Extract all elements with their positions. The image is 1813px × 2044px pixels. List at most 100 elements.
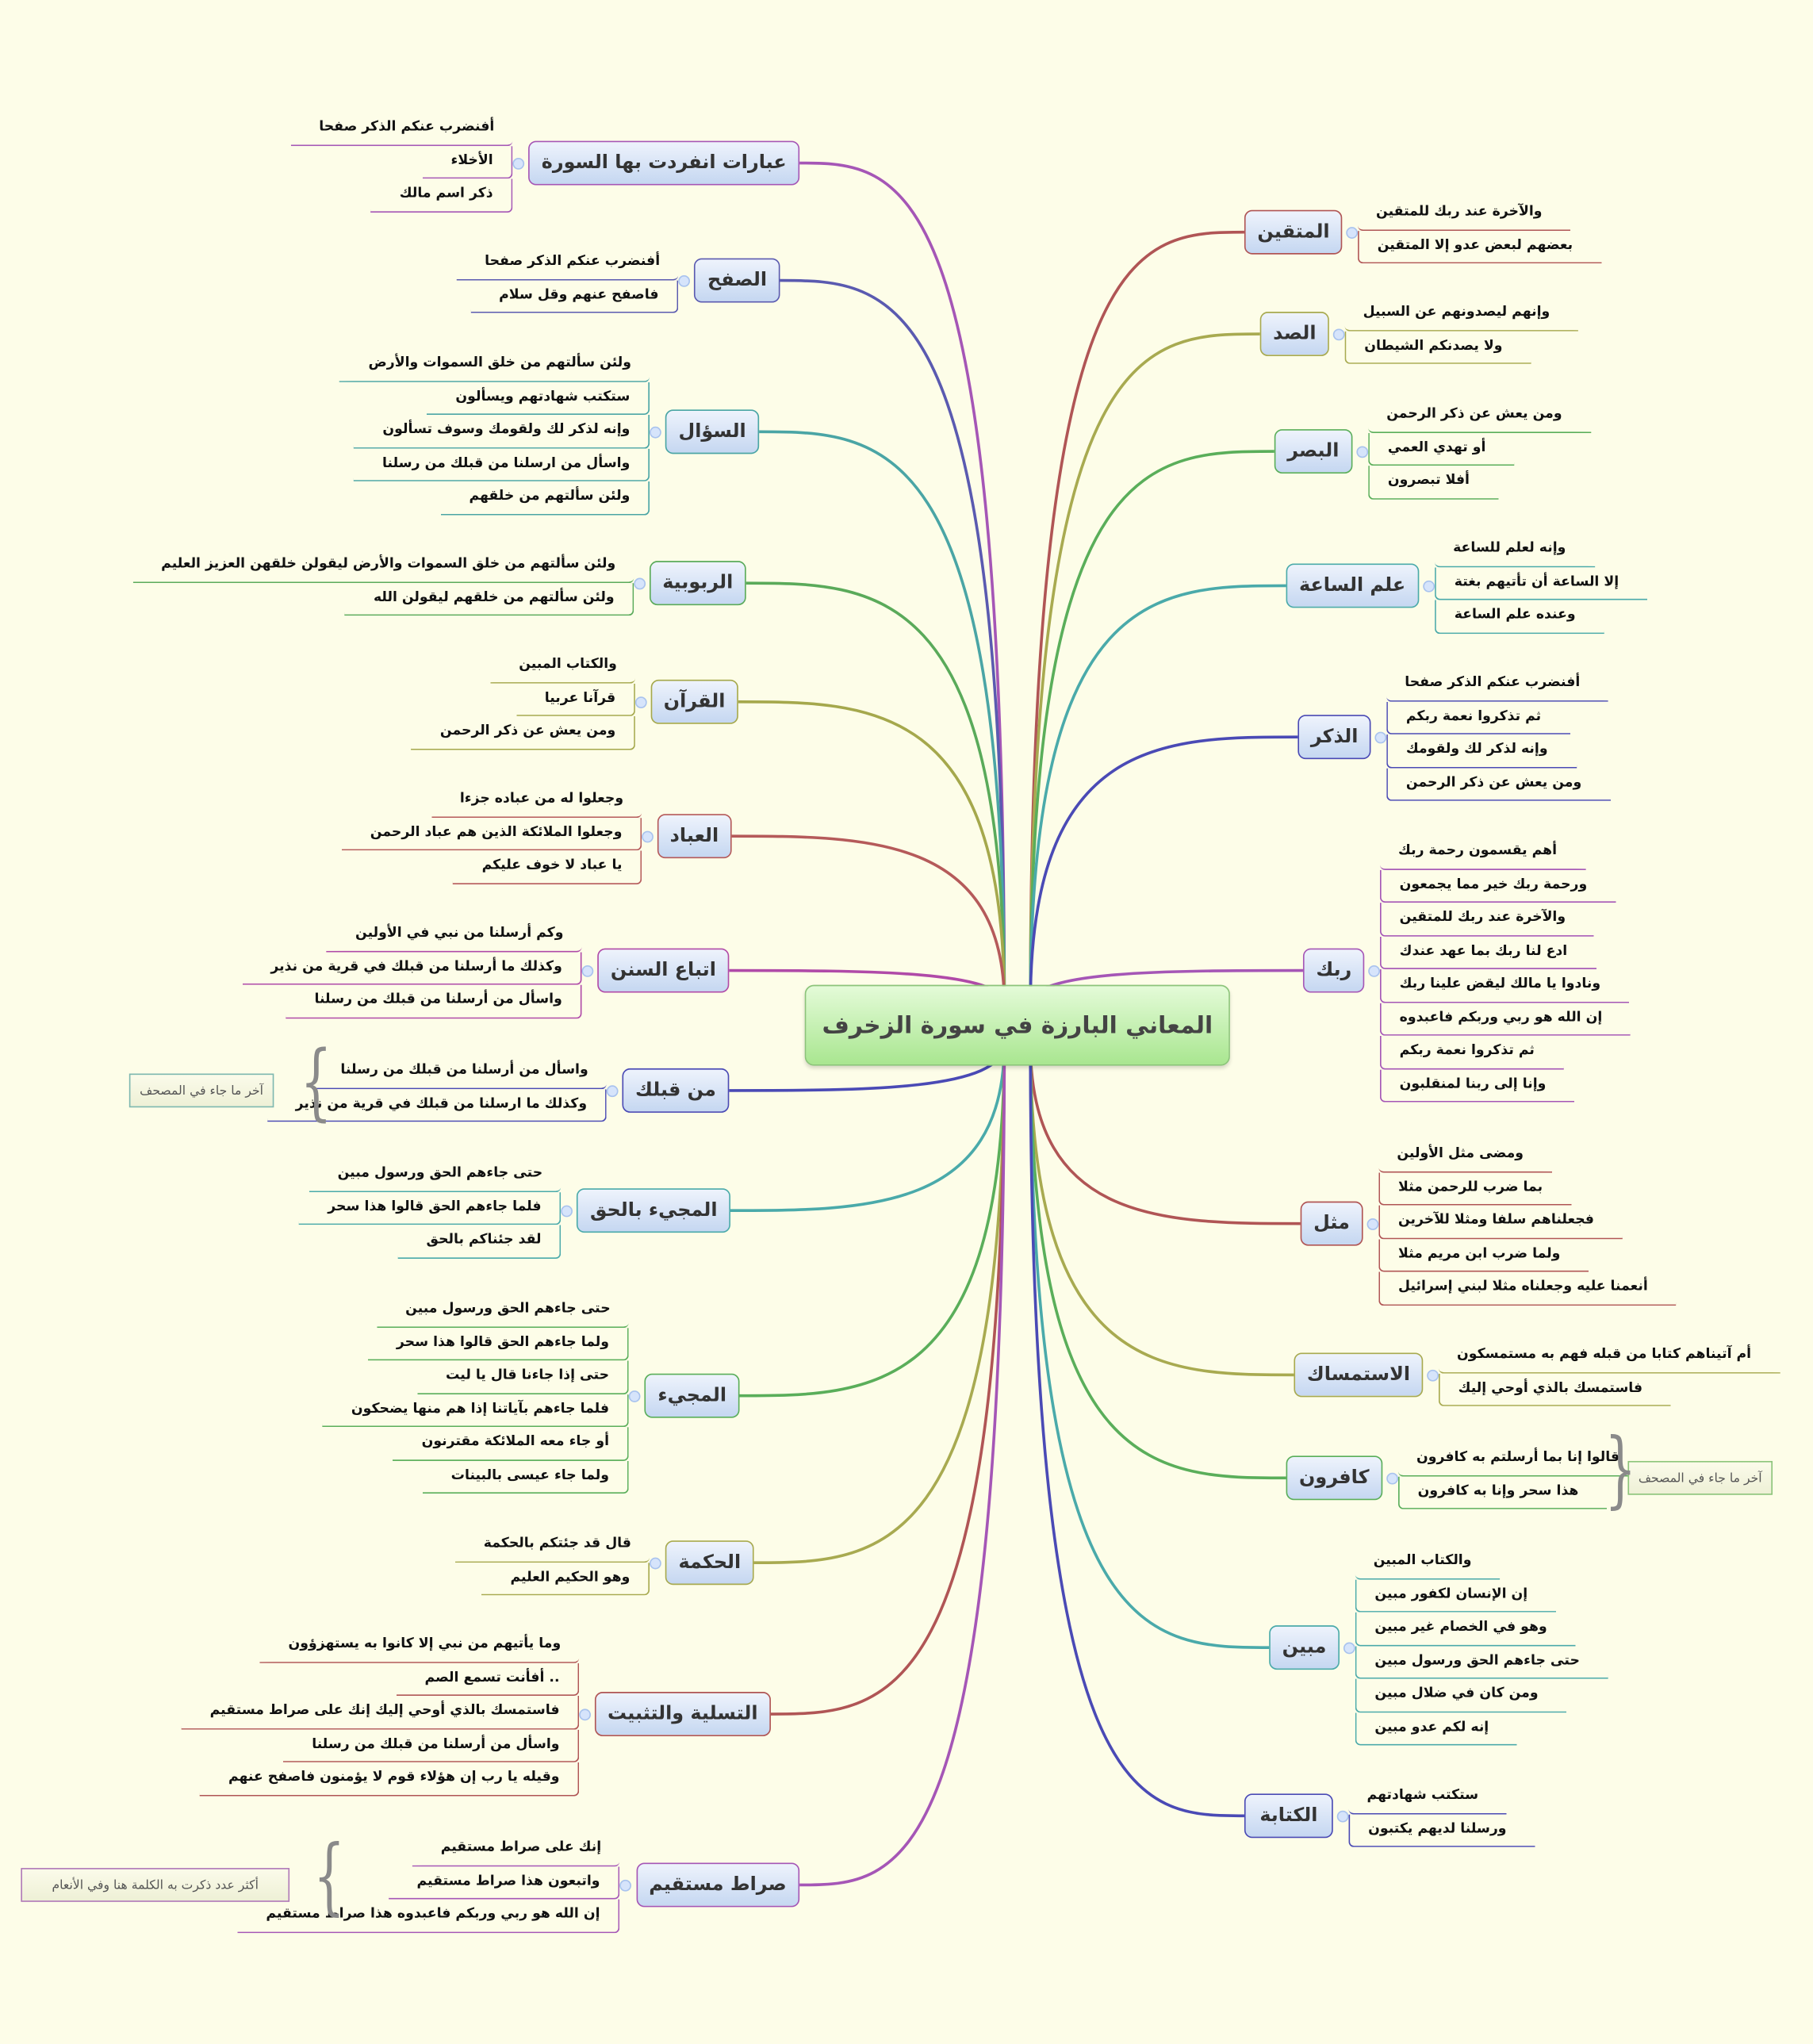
subtopic-item[interactable]: إنه لكم عدو مبين bbox=[1355, 1712, 1518, 1746]
subtopic-item[interactable]: ورسلنا لديهم يكتبون bbox=[1348, 1813, 1535, 1847]
subtopic-item[interactable]: واسأل من أرسلنا من قبلك من رسلنا bbox=[283, 1728, 580, 1762]
subtopic-item[interactable]: فلما جاءهم بآياتنا إذا هم منها يضحكون bbox=[322, 1394, 629, 1428]
subtopic-item[interactable]: ولئن سألتهم من خلق السموات والأرض bbox=[339, 348, 650, 382]
subtopic-item[interactable]: وإنه لعلم للساعة bbox=[1435, 534, 1595, 567]
branch-topic[interactable]: السؤال bbox=[665, 409, 760, 454]
collapse-toggle-icon[interactable] bbox=[619, 1879, 631, 1891]
collapse-toggle-icon[interactable] bbox=[579, 1708, 592, 1720]
callout-note[interactable]: أكثر عدد ذكرت به الكلمة هنا وفي الأنعام bbox=[21, 1868, 290, 1902]
branch-topic[interactable]: الذكر bbox=[1297, 715, 1371, 760]
branch-topic[interactable]: علم الساعة bbox=[1286, 563, 1419, 608]
callout-note[interactable]: آخر ما جاء في المصحف bbox=[1627, 1460, 1773, 1495]
subtopic-item[interactable]: وإنا إلى ربنا لمنقلبون bbox=[1379, 1068, 1575, 1103]
subtopic-item[interactable]: وجعلوا له من عباده جزءا bbox=[431, 784, 642, 818]
branch-topic[interactable]: الربوبية bbox=[649, 561, 746, 606]
collapse-toggle-icon[interactable] bbox=[634, 577, 646, 589]
subtopic-item[interactable]: وكذلك ما أرسلنا من قبلك في قرية من نذير bbox=[242, 951, 582, 985]
branch-topic[interactable]: مثل bbox=[1300, 1201, 1363, 1246]
subtopic-item[interactable]: ومن يعش عن ذكر الرحمن bbox=[1386, 767, 1611, 801]
subtopic-item[interactable]: يا عباد لا خوف عليكم bbox=[453, 850, 642, 884]
collapse-toggle-icon[interactable] bbox=[1346, 226, 1359, 239]
collapse-toggle-icon[interactable] bbox=[1336, 1809, 1349, 1822]
collapse-toggle-icon[interactable] bbox=[642, 830, 654, 842]
branch-topic[interactable]: من قبلك bbox=[622, 1068, 730, 1113]
subtopic-item[interactable]: واسأل من أرسلنا من قبلك من رسلنا bbox=[286, 984, 582, 1018]
subtopic-item[interactable]: ستكتب شهادتهم bbox=[1348, 1781, 1508, 1814]
subtopic-item[interactable]: ولا يصدنكم الشيطان bbox=[1344, 330, 1531, 364]
subtopic-item[interactable]: ولئن سألتهم من خلقهم bbox=[440, 481, 650, 515]
subtopic-item[interactable]: ولئن سألتهم من خلق السموات والأرض ليقولن… bbox=[132, 549, 634, 583]
subtopic-item[interactable]: فلما جاءهم الحق قالوا هذا سحر bbox=[299, 1191, 562, 1225]
branch-topic[interactable]: اتباع السنن bbox=[597, 948, 730, 993]
subtopic-item[interactable]: وإنهم ليصدونهم عن السبيل bbox=[1344, 297, 1579, 331]
collapse-toggle-icon[interactable] bbox=[561, 1204, 573, 1217]
subtopic-item[interactable]: أفنضرب عنكم الذكر صفحا bbox=[290, 112, 513, 146]
collapse-toggle-icon[interactable] bbox=[581, 964, 594, 976]
subtopic-item[interactable]: وما يأتيهم من نبي إلا كانوا به يستهزؤون bbox=[259, 1629, 580, 1663]
branch-topic[interactable]: الاستمساك bbox=[1294, 1352, 1424, 1398]
subtopic-item[interactable]: ومن كان في ضلال مبين bbox=[1355, 1678, 1567, 1712]
branch-topic[interactable]: صراط مستقيم bbox=[635, 1862, 800, 1908]
subtopic-item[interactable]: واسأل من أرسلنا من قبلك من رسلنا bbox=[312, 1055, 607, 1089]
central-topic[interactable]: المعاني البارزة في سورة الزخرف bbox=[804, 984, 1230, 1066]
subtopic-item[interactable]: والكتاب المبين bbox=[1355, 1546, 1501, 1579]
subtopic-item[interactable]: أنعمنا عليه وجعلناه مثلا لبني إسرائيل bbox=[1378, 1271, 1677, 1306]
subtopic-item[interactable]: حتى جاءهم الحق ورسول مبين bbox=[376, 1294, 629, 1328]
subtopic-item[interactable]: ثم تذكروا نعمة ربكم bbox=[1386, 700, 1570, 734]
branch-topic[interactable]: الصد bbox=[1259, 312, 1329, 356]
collapse-toggle-icon[interactable] bbox=[1343, 1641, 1355, 1654]
collapse-toggle-icon[interactable] bbox=[1332, 328, 1345, 340]
collapse-toggle-icon[interactable] bbox=[650, 1556, 661, 1569]
subtopic-item[interactable]: وإنه لذكر لك ولقومك bbox=[1386, 734, 1577, 768]
branch-topic[interactable]: المجيء bbox=[644, 1373, 740, 1418]
collapse-toggle-icon[interactable] bbox=[1386, 1471, 1399, 1484]
callout-note[interactable]: آخر ما جاء في المصحف bbox=[128, 1073, 274, 1108]
collapse-toggle-icon[interactable] bbox=[1427, 1369, 1439, 1381]
subtopic-item[interactable]: فاستمسك بالذي أوحي إليك إنك على صراط مست… bbox=[181, 1695, 580, 1729]
subtopic-item[interactable]: وقيله يا رب إن هؤلاء قوم لا يؤمنون فاصفح… bbox=[199, 1762, 580, 1796]
subtopic-item[interactable]: حتى جاءهم الحق ورسول مبين bbox=[309, 1158, 562, 1192]
subtopic-item[interactable]: ولما جاء عيسى بالبينات bbox=[422, 1460, 629, 1494]
subtopic-item[interactable]: إنك على صراط مستقيم bbox=[412, 1833, 620, 1866]
subtopic-item[interactable]: وعنده علم الساعة bbox=[1435, 600, 1604, 634]
subtopic-item[interactable]: بعضهم لبعض عدو إلا المتقين bbox=[1358, 230, 1602, 264]
subtopic-item[interactable]: قالوا إنا بما أرسلتم به كافرون bbox=[1398, 1443, 1649, 1476]
subtopic-item[interactable]: ثم تذكروا نعمة ربكم bbox=[1379, 1035, 1564, 1069]
subtopic-item[interactable]: أهم يقسمون رحمة ربك bbox=[1379, 836, 1586, 870]
subtopic-item[interactable]: ولما جاءهم الحق قالوا هذا سحر bbox=[367, 1327, 629, 1361]
subtopic-item[interactable]: حتى جاءهم الحق ورسول مبين bbox=[1355, 1645, 1609, 1679]
collapse-toggle-icon[interactable] bbox=[628, 1390, 641, 1402]
collapse-toggle-icon[interactable] bbox=[1423, 580, 1435, 592]
branch-topic[interactable]: البصر bbox=[1274, 429, 1352, 474]
subtopic-item[interactable]: فاستمسك بالذي أوحي إليك bbox=[1438, 1372, 1672, 1406]
subtopic-item[interactable]: والآخرة عند ربك للمتقين bbox=[1358, 197, 1571, 231]
collapse-toggle-icon[interactable] bbox=[1374, 731, 1387, 743]
subtopic-item[interactable]: واتبعون هذا صراط مستقيم bbox=[388, 1866, 620, 1900]
subtopic-item[interactable]: ورحمة ربك خير مما يجمعون bbox=[1379, 869, 1616, 903]
subtopic-item[interactable]: فجعلناهم سلفا ومثلا للآخرين bbox=[1378, 1205, 1623, 1239]
subtopic-item[interactable]: وكذلك ما ارسلنا من قبلك في قرية من نذير bbox=[266, 1088, 607, 1122]
collapse-toggle-icon[interactable] bbox=[512, 157, 525, 169]
subtopic-item[interactable]: ومن يعش عن ذكر الرحمن bbox=[1368, 399, 1591, 433]
subtopic-item[interactable]: إن الله هو ربي وربكم فاعبدوه هذا صراط مس… bbox=[237, 1899, 620, 1933]
subtopic-item[interactable]: ولما ضرب ابن مريم مثلا bbox=[1378, 1238, 1589, 1272]
subtopic-item[interactable]: وإنه لذكر لك ولقومك وسوف تسألون bbox=[354, 414, 650, 448]
subtopic-item[interactable]: هذا سحر وإنا به كافرون bbox=[1398, 1475, 1608, 1509]
collapse-toggle-icon[interactable] bbox=[678, 274, 690, 286]
collapse-toggle-icon[interactable] bbox=[1356, 445, 1369, 458]
subtopic-item[interactable]: واسأل من ارسلنا من قبلك من رسلنا bbox=[353, 447, 650, 481]
subtopic-item[interactable]: وهو الحكيم العليم bbox=[481, 1562, 650, 1596]
subtopic-item[interactable]: .. أفأنت تسمع الصم bbox=[396, 1662, 580, 1696]
subtopic-item[interactable]: أم آتيناهم كتابا من قبله فهم به مستمسكون bbox=[1438, 1340, 1780, 1373]
branch-topic[interactable]: القرآن bbox=[650, 679, 738, 724]
subtopic-item[interactable]: قال قد جئتكم بالحكمة bbox=[454, 1528, 650, 1563]
subtopic-item[interactable]: أفنضرب عنكم الذكر صفحا bbox=[455, 247, 679, 280]
collapse-toggle-icon[interactable] bbox=[606, 1084, 619, 1097]
branch-topic[interactable]: ربك bbox=[1302, 948, 1365, 993]
branch-topic[interactable]: التسلية والتثبيت bbox=[594, 1692, 771, 1736]
branch-topic[interactable]: الكتابة bbox=[1244, 1793, 1333, 1839]
branch-topic[interactable]: الحكمة bbox=[665, 1540, 754, 1586]
subtopic-item[interactable]: حتى إذا جاءنا قال يا ليت bbox=[416, 1360, 629, 1394]
subtopic-item[interactable]: وجعلوا الملائكة الذين هم عباد الرحمن bbox=[341, 817, 642, 851]
subtopic-item[interactable]: ومضى مثل الأولين bbox=[1378, 1139, 1553, 1172]
